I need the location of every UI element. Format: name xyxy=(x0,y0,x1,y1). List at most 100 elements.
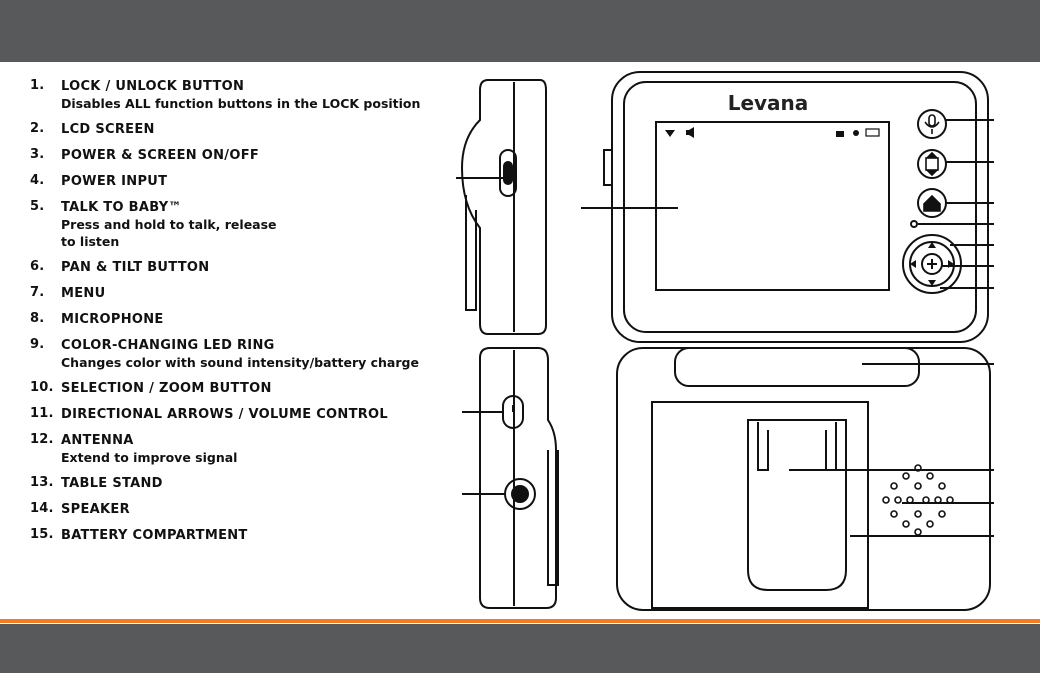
legend-title: PAN & TILT BUTTON xyxy=(61,260,210,275)
legend-title: DIRECTIONAL ARROWS / VOLUME CONTROL xyxy=(61,407,388,422)
screen-status-icons xyxy=(665,127,880,138)
speaker-hole xyxy=(914,510,922,518)
legend-description: Press and hold to talk, release to liste… xyxy=(61,217,277,249)
arrow-right-icon xyxy=(948,260,954,268)
legend-number: 4. xyxy=(30,173,45,188)
speaker-hole xyxy=(922,496,930,504)
pan-tilt-icon xyxy=(926,151,938,177)
selection-zoom-button xyxy=(921,253,943,275)
parts-legend: 1. LOCK / UNLOCK BUTTON Disables ALL fun… xyxy=(30,78,450,553)
speaker-hole xyxy=(882,496,890,504)
legend-title: BATTERY COMPARTMENT xyxy=(61,528,248,543)
legend-title: MICROPHONE xyxy=(61,312,164,327)
side-body-outline xyxy=(479,347,557,609)
legend-number: 3. xyxy=(30,147,45,162)
power-input-jack xyxy=(511,485,529,503)
back-view xyxy=(616,347,994,611)
microphone-icon xyxy=(924,121,940,134)
legend-number: 7. xyxy=(30,285,45,300)
side-view-top xyxy=(456,79,547,335)
brand-logo: Levana xyxy=(728,91,809,115)
legend-title: COLOR-CHANGING LED RING xyxy=(61,338,275,353)
legend-item: 7. MENU xyxy=(30,285,450,302)
legend-title: SPEAKER xyxy=(61,502,130,517)
battery-compartment xyxy=(651,401,869,609)
legend-description: Changes color with sound intensity/batte… xyxy=(61,355,419,370)
legend-number: 13. xyxy=(30,475,54,490)
legend-item: 5. TALK TO BABY™ Press and hold to talk,… xyxy=(30,199,450,250)
legend-title: MENU xyxy=(61,286,106,301)
speaker-grille xyxy=(882,464,954,536)
speaker-hole xyxy=(914,528,922,536)
back-body xyxy=(616,347,991,611)
speaker-hole xyxy=(926,520,934,528)
antenna-housing xyxy=(674,347,920,387)
speaker-hole xyxy=(914,482,922,490)
volume-icon xyxy=(689,127,694,138)
legend-item: 12. ANTENNA Extend to improve signal xyxy=(30,432,450,466)
talk-button xyxy=(917,109,947,139)
speaker-hole xyxy=(926,472,934,480)
side-view-bottom xyxy=(462,347,559,609)
stand-clip xyxy=(757,422,769,471)
legend-title: SELECTION / ZOOM BUTTON xyxy=(61,381,272,396)
legend-item: 2. LCD SCREEN xyxy=(30,121,450,138)
speaker-hole xyxy=(938,482,946,490)
legend-number: 5. xyxy=(30,199,45,214)
legend-item: 6. PAN & TILT BUTTON xyxy=(30,259,450,276)
battery-icon xyxy=(865,128,880,137)
speaker-hole xyxy=(890,510,898,518)
legend-item: 4. POWER INPUT xyxy=(30,173,450,190)
legend-title: TABLE STAND xyxy=(61,476,163,491)
antenna-side xyxy=(465,195,477,311)
microphone-hole xyxy=(910,220,918,228)
legend-item: 3. POWER & SCREEN ON/OFF xyxy=(30,147,450,164)
legend-title: POWER INPUT xyxy=(61,174,168,189)
header-bar xyxy=(0,0,1040,62)
side-body-outline xyxy=(460,79,547,335)
footer-bar xyxy=(0,624,1040,673)
legend-item: 10. SELECTION / ZOOM BUTTON xyxy=(30,380,450,397)
legend-number: 8. xyxy=(30,311,45,326)
lock-icon xyxy=(836,131,844,137)
speaker-hole xyxy=(890,482,898,490)
legend-item: 8. MICROPHONE xyxy=(30,311,450,328)
side-notch xyxy=(603,149,613,186)
legend-title: LCD SCREEN xyxy=(61,122,155,137)
legend-number: 1. xyxy=(30,78,45,93)
arrow-up-icon xyxy=(928,242,936,248)
legend-number: 14. xyxy=(30,501,54,516)
legend-number: 9. xyxy=(30,337,45,352)
legend-number: 10. xyxy=(30,380,54,395)
legend-item: 1. LOCK / UNLOCK BUTTON Disables ALL fun… xyxy=(30,78,450,112)
legend-item: 9. COLOR-CHANGING LED RING Changes color… xyxy=(30,337,450,371)
legend-number: 6. xyxy=(30,259,45,274)
legend-title: POWER & SCREEN ON/OFF xyxy=(61,148,260,163)
legend-title: LOCK / UNLOCK BUTTON xyxy=(61,79,245,94)
speaker-hole xyxy=(946,496,954,504)
legend-item: 15. BATTERY COMPARTMENT xyxy=(30,527,450,544)
speaker-hole xyxy=(902,472,910,480)
legend-number: 12. xyxy=(30,432,54,447)
led-ring xyxy=(902,234,962,294)
legend-item: 11. DIRECTIONAL ARROWS / VOLUME CONTROL xyxy=(30,406,450,423)
home-icon xyxy=(923,194,941,212)
arrow-icons xyxy=(910,242,954,286)
signal-icon xyxy=(665,130,675,137)
speaker-hole xyxy=(902,520,910,528)
legend-description: Disables ALL function buttons in the LOC… xyxy=(61,96,421,111)
volume-icon xyxy=(686,130,689,135)
table-stand xyxy=(747,419,847,591)
lcd-screen xyxy=(655,121,890,291)
legend-title: ANTENNA xyxy=(61,433,134,448)
legend-number: 2. xyxy=(30,121,45,136)
speaker-hole xyxy=(894,496,902,504)
legend-number: 15. xyxy=(30,527,54,542)
front-view xyxy=(581,71,994,343)
legend-title: TALK TO BABY™ xyxy=(61,200,182,215)
speaker-hole xyxy=(914,464,922,472)
legend-item: 13. TABLE STAND xyxy=(30,475,450,492)
lock-switch-knob xyxy=(503,161,513,185)
arrow-left-icon xyxy=(910,260,916,268)
